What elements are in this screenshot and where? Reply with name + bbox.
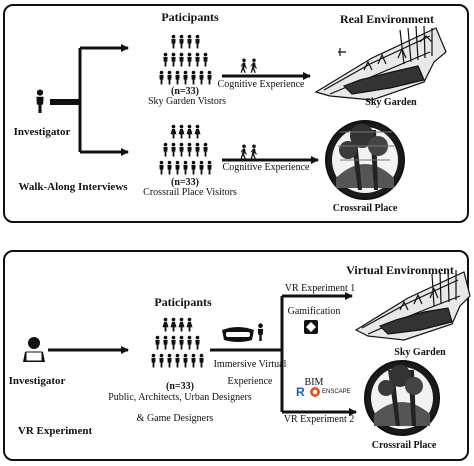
enscape-logo-icon: [310, 387, 320, 397]
investigator-laptop-icon: [23, 337, 45, 362]
group1-count: (n=33): [171, 86, 199, 97]
experience-label: Experience: [227, 376, 273, 387]
cognitive-experience-2: Cognitive Experience: [222, 162, 310, 173]
cognitive-experience-1: Cognitive Experience: [217, 79, 305, 90]
crossrail-place-image-bottom: [364, 360, 440, 436]
sky-garden-label-bottom: Sky Garden: [394, 347, 446, 358]
investigator-label-bottom: Investigator: [8, 375, 66, 387]
vr-group-label-line1: Public, Architects, Urban Designers: [108, 392, 252, 403]
sky-garden-label-top: Sky Garden: [365, 97, 417, 108]
walker-icon-2: [240, 144, 257, 159]
sky-garden-image-bottom: [354, 269, 471, 341]
participant-group-2-icon: [159, 124, 212, 175]
vr-headset-icon: [222, 327, 254, 342]
participants-title-bottom: Paticipants: [154, 295, 212, 309]
vr-user-icon: [257, 323, 264, 341]
participants-title-top: Paticipants: [161, 10, 219, 24]
crossrail-place-label-top: Crossrail Place: [332, 203, 398, 214]
participant-group-1-icon: [159, 34, 212, 85]
investigator-connector-top: [50, 99, 80, 105]
sky-garden-image-top: [314, 25, 447, 101]
bim-label: BIM: [304, 377, 324, 388]
gamification-label: Gamification: [287, 306, 341, 317]
investigator-label-top: Investigator: [13, 126, 71, 138]
crossrail-place-label-bottom: Crossrail Place: [371, 440, 437, 451]
vr-group-count: (n=33): [166, 381, 194, 392]
enscape-label: ENSCAPE: [322, 389, 351, 395]
crossrail-place-image-top: [325, 120, 405, 200]
group1-label: Sky Garden Vistors: [147, 96, 227, 107]
unity-logo-icon: [304, 320, 318, 334]
walk-along-interviews-label: Walk-Along Interviews: [18, 181, 128, 193]
vr-experiment-method-label: VR Experiment: [17, 425, 93, 437]
vr-experiment-2-label: VR Experiment 2: [283, 414, 355, 425]
group2-count: (n=33): [171, 177, 199, 188]
walker-icon-1: [240, 58, 257, 73]
group2-label: Crossrail Place Visitors: [143, 187, 237, 198]
revit-logo-icon: R: [296, 385, 305, 399]
virtual-environment-title: Virtual Environment: [346, 263, 454, 277]
svg-text:R: R: [296, 385, 305, 399]
vr-group-label-line2: & Game Designers: [136, 413, 214, 424]
real-environment-title: Real Environment: [339, 12, 435, 26]
vr-experiment-1-label: VR Experiment 1: [284, 283, 356, 294]
investigator-icon-top: [36, 89, 44, 113]
immersive-virtual-label: Immersive Virtual: [213, 359, 287, 370]
participant-group-vr-icon: [151, 317, 204, 368]
